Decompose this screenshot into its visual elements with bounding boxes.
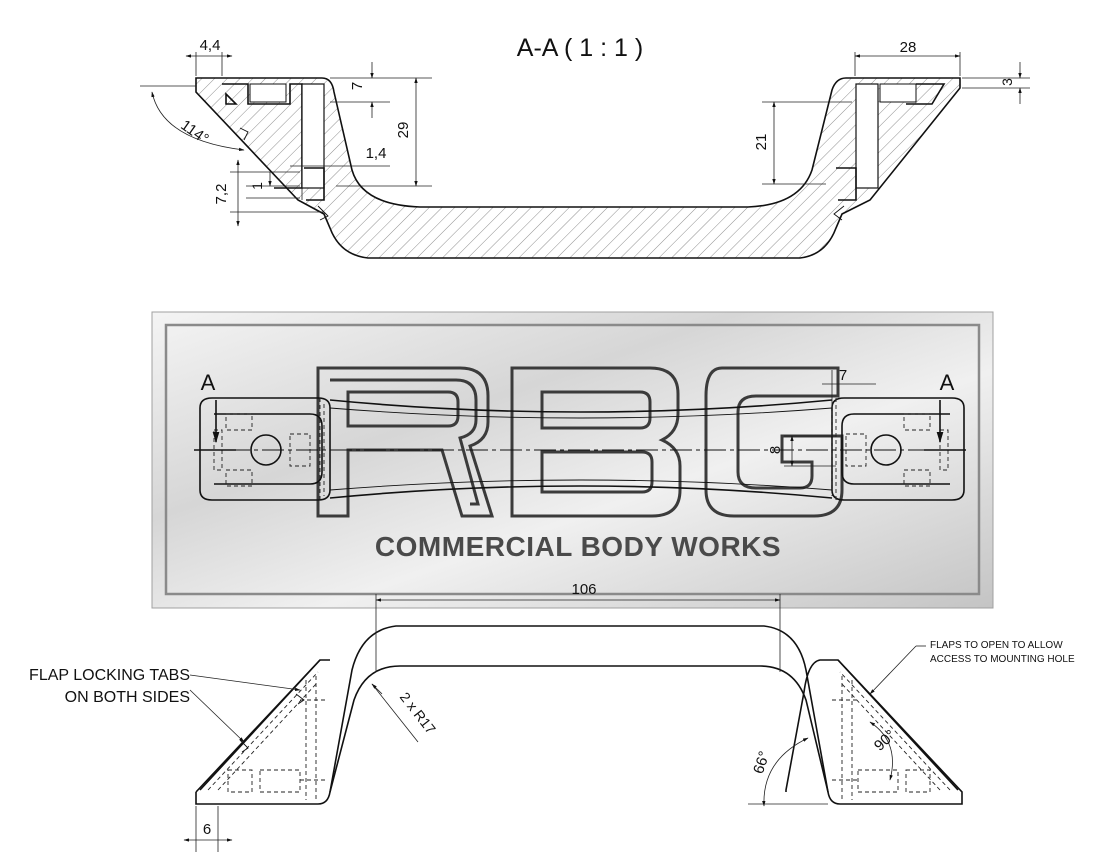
dim-29: 29: [395, 122, 412, 139]
note-left-line-2: ON BOTH SIDES: [65, 689, 190, 706]
dim-7-section: 7: [349, 82, 366, 90]
dim-21: 21: [753, 134, 770, 151]
watermark-subtitle: COMMERCIAL BODY WORKS: [375, 531, 781, 562]
dim-3: 3: [999, 78, 1015, 86]
dim-114: 114°: [177, 117, 211, 148]
dim-7-plan: 7: [839, 367, 847, 384]
side-view: 106 2 x R17 66° 90° 6 FLAP LOCKING TABS …: [29, 581, 1075, 852]
section-marker-right: A: [940, 370, 955, 395]
dim-radius: 2 x R17: [397, 689, 439, 737]
rbg-logo: [316, 366, 844, 518]
note-left-line-1: FLAP LOCKING TABS: [29, 667, 190, 684]
section-view-a-a: 4,4 28 7 29 1,4 1 7,2 114°: [140, 37, 1030, 259]
watermark-plate: COMMERCIAL BODY WORKS: [151, 311, 994, 609]
note-right-line-1: FLAPS TO OPEN TO ALLOW: [930, 640, 1063, 651]
dim-28: 28: [900, 39, 917, 56]
dim-106: 106: [571, 581, 596, 598]
dim-1-4: 1,4: [366, 145, 387, 162]
section-title: A-A ( 1 : 1 ): [517, 34, 643, 62]
dim-6: 6: [203, 821, 211, 838]
dim-1: 1: [249, 182, 265, 190]
section-marker-left: A: [201, 370, 216, 395]
dim-7-2: 7,2: [213, 184, 230, 205]
note-right-line-2: ACCESS TO MOUNTING HOLE: [930, 654, 1075, 665]
dim-8: 8: [767, 446, 784, 454]
plan-view: A A 7 8: [194, 367, 966, 501]
dim-66: 66°: [750, 749, 773, 776]
section-profile: [195, 77, 961, 259]
dim-4-4: 4,4: [200, 37, 221, 54]
